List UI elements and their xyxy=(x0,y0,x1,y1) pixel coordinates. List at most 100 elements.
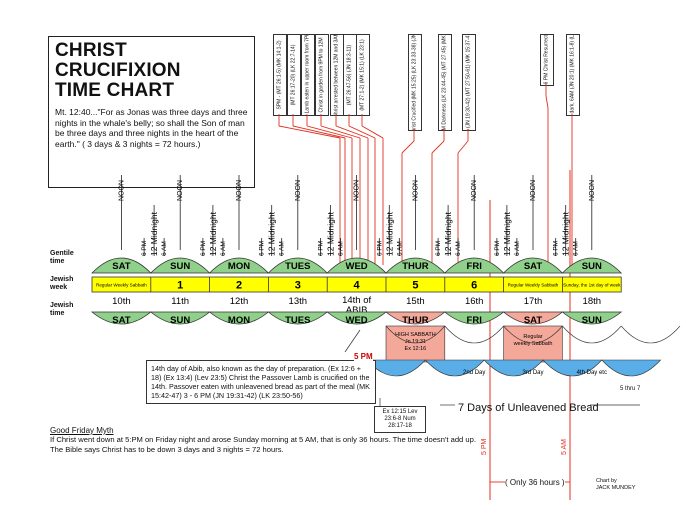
label-jewish-2: Jewish xyxy=(50,302,74,309)
label-time-1: time xyxy=(50,258,65,265)
event-connector-diag xyxy=(361,125,384,139)
event-box: (MT 26:17-20) (LK 22:7-14) xyxy=(287,34,301,116)
week-cell-label: 3 xyxy=(295,280,301,292)
chart-title: CHRIST CRUCIFIXION TIME CHART xyxy=(55,41,254,101)
title-line-2: TIME CHART xyxy=(55,80,175,101)
midnight-label: 12 Midnight xyxy=(443,211,453,256)
jewish-week-row: Regular Weekly Sabbath10th111th212th313t… xyxy=(91,276,622,316)
event-box: 3 PM Christ Dies (JN 19:30-42) (MT 27:50… xyxy=(462,34,476,131)
event-box: Christ in garden from 9PM to 12M xyxy=(315,34,329,116)
label-week: week xyxy=(50,284,68,291)
label-time-2: time xyxy=(50,310,65,317)
event-connector-diag xyxy=(401,140,415,154)
date-label: 12th xyxy=(230,296,249,307)
event-connector-diag xyxy=(278,125,341,139)
five-am-vertical-label: 5 AM xyxy=(561,439,568,455)
credit-line-1: Chart by xyxy=(596,478,617,484)
noon-label: NOON xyxy=(118,180,125,201)
jewish-day-label: THUR xyxy=(402,315,429,326)
event-connector-diag xyxy=(545,95,549,109)
title-line-1: CHRIST CRUCIFIXION xyxy=(55,40,181,81)
event-connector-diag xyxy=(348,125,376,139)
noon-label: NOON xyxy=(530,180,537,201)
date-label: 18th xyxy=(583,296,602,307)
jewish-day-label: WED xyxy=(346,315,368,326)
six-am-label: 6 AM xyxy=(573,241,580,256)
week-cell-label: 6 xyxy=(471,280,477,292)
gentile-day-label: WED xyxy=(346,261,368,272)
midnight-label: 12 Midnight xyxy=(267,211,277,256)
event-connector-diag xyxy=(292,125,346,139)
credit-line-2: JACK MUNDEY xyxy=(596,484,636,491)
gentile-day-label: SUN xyxy=(170,261,190,272)
five-thru-label: 5 thru 7 xyxy=(620,386,641,392)
midnight-label: 12 Midnight xyxy=(561,211,571,256)
reference-box: Ex 12:15 Lev 23:6-8 Num 28:17-18 xyxy=(374,406,426,433)
midnight-label: 12 Midnight xyxy=(208,211,218,256)
jewish-day-label: SAT xyxy=(524,315,542,326)
six-am-label: 6 AM xyxy=(161,241,168,256)
jewish-time-label: Jewish time xyxy=(50,302,73,318)
midnight-label: 12 Midnight xyxy=(384,211,394,256)
six-am-label: 6 AM xyxy=(279,241,286,256)
jewish-day-label: MON xyxy=(228,315,250,326)
gentile-day-label: MON xyxy=(228,261,250,272)
gentile-day-shape xyxy=(561,257,623,274)
jewish-week-label: Jewish week xyxy=(50,276,73,292)
date-label: 14th of xyxy=(342,295,371,306)
date-label: 10th xyxy=(112,296,131,307)
unleavened-day-2: 2nd Day xyxy=(463,370,485,376)
seven-days-label: 7 Days of Unleavened Bread xyxy=(458,402,599,414)
six-pm-label: 6 PM xyxy=(553,241,560,256)
gentile-day-label: SAT xyxy=(112,261,130,272)
myth-section: Good Friday Myth If Christ went down at … xyxy=(50,426,490,454)
six-am-label: 6 AM xyxy=(338,241,345,256)
date-label: 15th xyxy=(406,296,425,307)
week-cell-label: 2 xyxy=(236,280,242,292)
noon-label: NOON xyxy=(295,180,302,201)
note-arrow xyxy=(344,329,361,353)
date-label: 16th xyxy=(465,296,484,307)
high-sabbath-label: HIGH SABBATH xyxy=(395,332,436,338)
event-box: 12 - 3PM Darkness (LK 23:44-45) (MT 27:4… xyxy=(438,34,452,131)
noon-label: NOON xyxy=(589,180,596,201)
jewish-day-label: SAT xyxy=(112,315,130,326)
gentile-day-label: SUN xyxy=(582,261,602,272)
event-box: 9 AM Christ Crucified (MK 15:25) (LK 23:… xyxy=(408,34,422,131)
gentile-day-label: THUR xyxy=(402,261,429,272)
date-label: 11th xyxy=(171,296,189,307)
myth-heading: Good Friday Myth xyxy=(50,426,114,435)
event-box: 3 - 6 PM Christ Resurrection xyxy=(540,34,554,86)
event-connector-diag xyxy=(335,125,369,139)
event-box: (MT 27:1-2) (MK 15:1) (LK 23:1) xyxy=(356,34,370,116)
week-bar xyxy=(91,276,622,293)
midnight-label: 12 Midnight xyxy=(326,211,336,256)
event-connector-diag xyxy=(320,125,361,139)
six-pm-label: 6 PM xyxy=(141,241,148,256)
date-label-2: ABIB xyxy=(346,305,368,316)
high-sabbath-ref-2: Ex 12:16 xyxy=(405,346,427,352)
event-connector-diag xyxy=(431,140,445,154)
six-pm-label: 6 PM xyxy=(494,241,501,256)
date-label: 17th xyxy=(524,296,543,307)
verse-text: Mt. 12:40..."For as Jonas was three days… xyxy=(55,107,248,149)
label-jewish-1: Jewish xyxy=(50,276,74,283)
unleavened-scallop xyxy=(444,325,504,344)
regular-sabbath-block xyxy=(503,325,563,363)
high-sabbath-ref-1: Jn 19:31 xyxy=(405,339,426,345)
week-cell-label: Sunday, the 1st day of week xyxy=(563,283,621,288)
abib-note: 14th day of Abib, also known as the day … xyxy=(146,360,376,404)
only-hours-label: ( Only 36 hours ) xyxy=(505,478,565,487)
noon-label: NOON xyxy=(354,180,361,201)
six-pm-label: 6 PM xyxy=(259,241,266,256)
label-gentile: Gentile xyxy=(50,250,74,257)
week-cell-label: 4 xyxy=(354,280,361,292)
regular-sabbath-label: Regular xyxy=(523,334,542,340)
myth-text: If Christ went down at 5:PM on Friday ni… xyxy=(50,435,476,454)
six-am-label: 6 AM xyxy=(396,241,403,256)
